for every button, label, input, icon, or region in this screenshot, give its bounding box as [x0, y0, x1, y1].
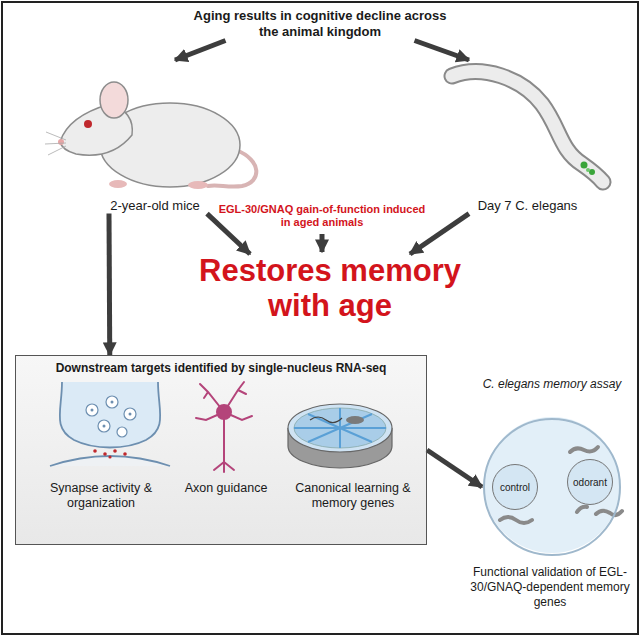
- mouse-figure: [45, 82, 256, 189]
- flow-arrow: [107, 214, 113, 355]
- node-text: Restores memory with age: [170, 254, 490, 323]
- node-text: Canonical learning & memory genes: [283, 481, 423, 511]
- worm-figure-box: Day 7 C. elegans: [430, 60, 625, 214]
- node-text: C. elegans memory assay: [472, 377, 632, 391]
- node-text: Downstream targets identified by single-…: [16, 356, 426, 375]
- results-panel: Downstream targets identified by single-…: [15, 355, 427, 545]
- odorant-spot: odorant: [567, 459, 613, 505]
- node-text: Day 7 C. elegans: [430, 198, 625, 214]
- control-spot: control: [492, 464, 538, 510]
- node-text: Axon guidance: [171, 481, 281, 496]
- flow-arrow: [410, 214, 469, 254]
- mouse-figure-box: 2-year-old mice: [55, 60, 255, 214]
- result-heading: Restores memory with age: [170, 254, 490, 323]
- heading-text: Aging results in cognitive decline acros…: [185, 8, 455, 41]
- flow-arrow: [415, 41, 470, 61]
- arrow: [320, 234, 325, 252]
- worm-figure: [452, 72, 603, 182]
- node-text: odorant: [573, 477, 607, 488]
- node-text: Synapse activity & organization: [26, 481, 176, 511]
- result-note: Functional validation of EGL-30/GNAQ-dep…: [468, 565, 632, 610]
- intervention-note: EGL-30/GNAQ gain-of-function induced in …: [215, 203, 429, 229]
- synapse-icon: [50, 382, 170, 466]
- assay-plate: C. elegans memory assaycontrolodorant: [482, 417, 622, 557]
- gene-category: Axon guidance: [171, 481, 281, 496]
- flow-arrow: [175, 41, 226, 61]
- spot: [567, 459, 613, 505]
- panel-ground: [15, 355, 427, 545]
- flow-arrow: [427, 450, 482, 487]
- plate-worms: [500, 447, 622, 523]
- neuron-icon: [196, 382, 252, 472]
- node-text: control: [500, 482, 530, 493]
- flow-arrow: [207, 214, 250, 254]
- node-text: Aging results in cognitive decline acros…: [185, 8, 455, 41]
- gene-category: Canonical learning & memory genes: [283, 481, 423, 511]
- spot: [492, 464, 538, 510]
- water-maze-icon: [288, 404, 392, 468]
- gene-category: Synapse activity & organization: [26, 481, 176, 511]
- plate-outline: [484, 419, 620, 555]
